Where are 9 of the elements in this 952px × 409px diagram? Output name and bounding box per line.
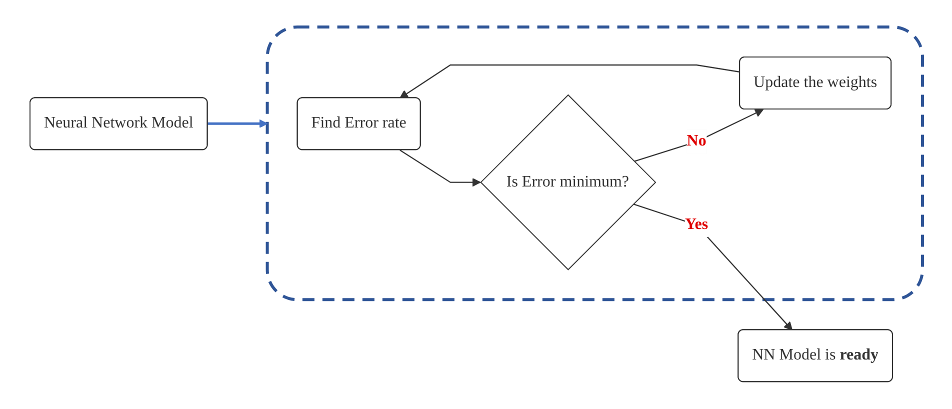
- arrow: [399, 150, 481, 187]
- arrow: [634, 109, 764, 162]
- arrow: [632, 204, 792, 331]
- edge-label: Yes: [684, 216, 708, 234]
- arrow: [207, 119, 268, 128]
- arrow: [399, 64, 740, 99]
- node-diamond: Is Error minimum?: [480, 94, 656, 271]
- edge-label: No: [686, 132, 706, 150]
- cluster: [266, 26, 924, 302]
